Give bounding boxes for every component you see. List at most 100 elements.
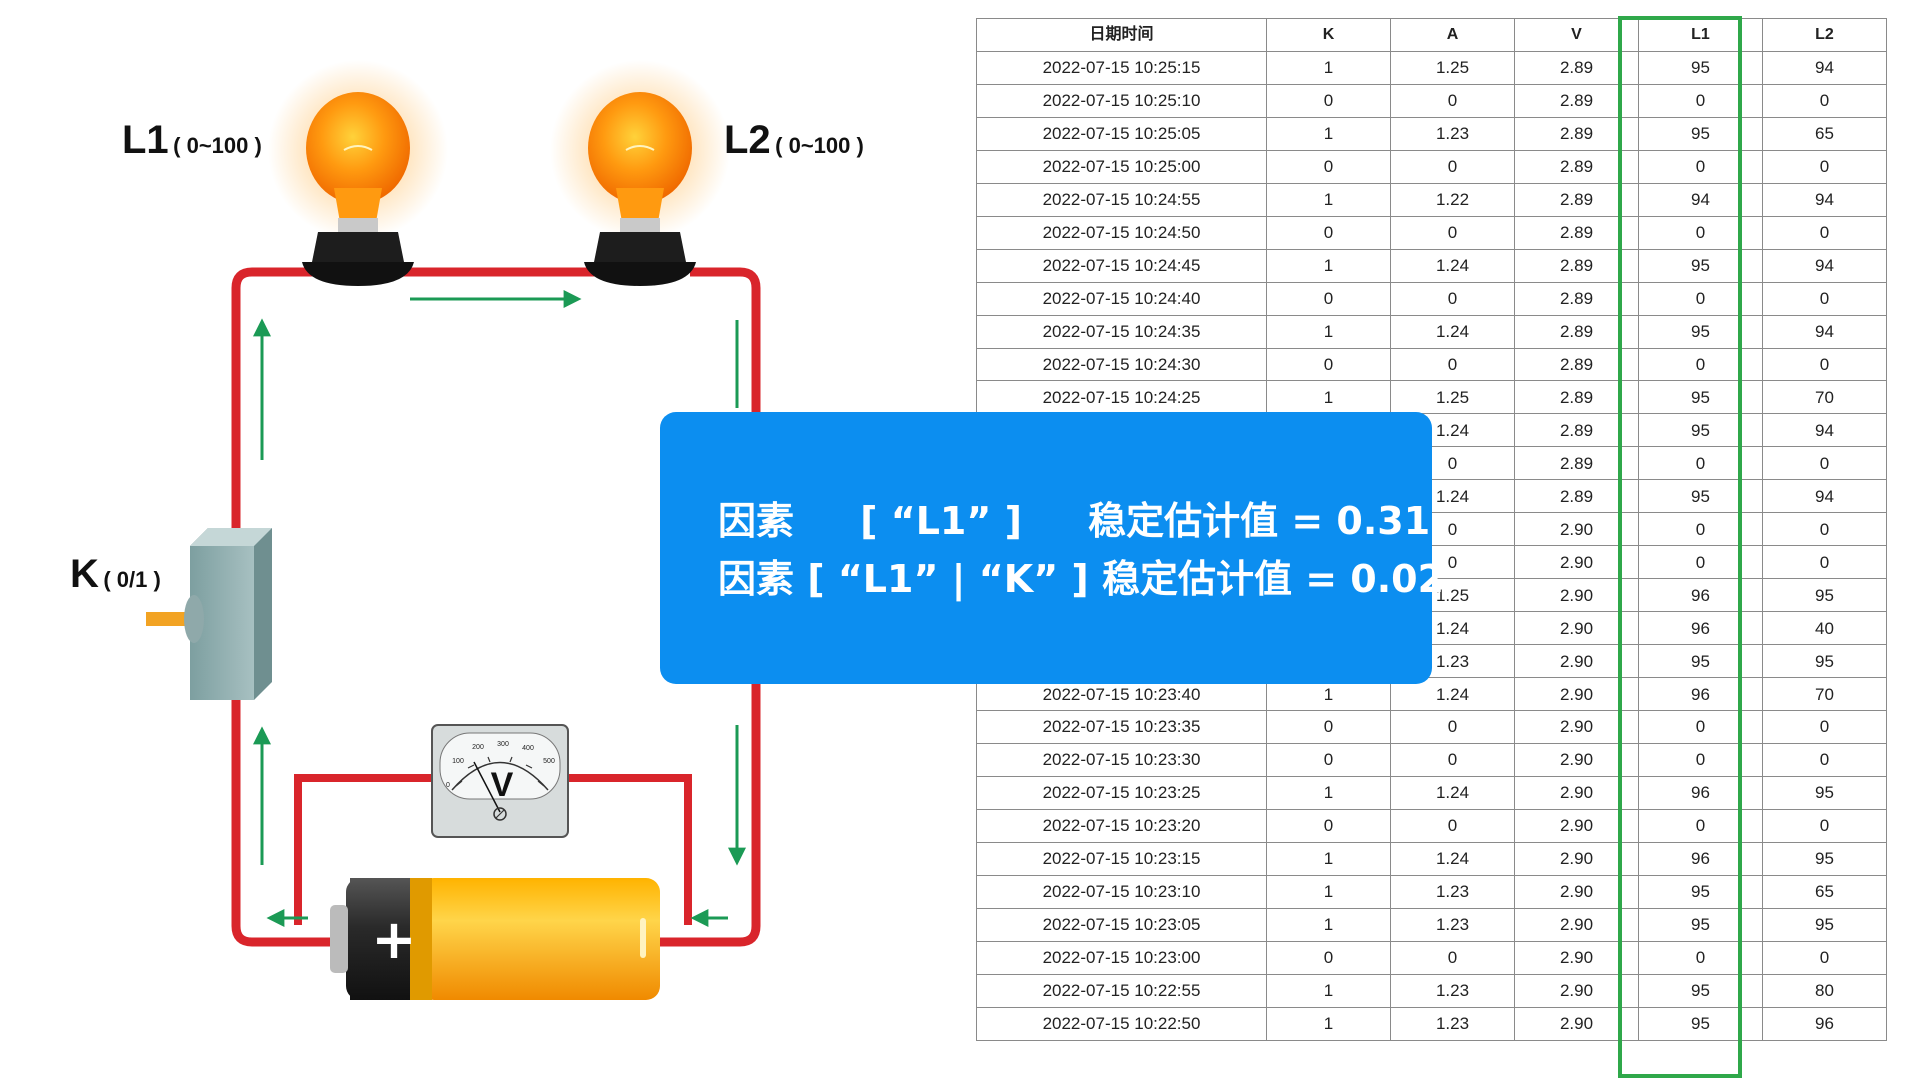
- bulb-l2: [550, 60, 730, 286]
- table-cell: 95: [1638, 907, 1763, 942]
- column-header: A: [1390, 18, 1515, 52]
- table-cell: 2022-07-15 10:23:10: [976, 874, 1267, 909]
- voltmeter-scale-200: 200: [472, 744, 484, 751]
- table-cell: 0: [1638, 347, 1763, 382]
- table-cell: 2.89: [1514, 281, 1639, 316]
- table-cell: 0: [1266, 710, 1391, 744]
- table-cell: 1: [1266, 775, 1391, 810]
- table-cell: 95: [1638, 248, 1763, 283]
- table-cell: 2022-07-15 10:24:35: [976, 314, 1267, 349]
- column-header: K: [1266, 18, 1391, 52]
- table-cell: 0: [1762, 512, 1887, 547]
- table-cell: 1.23: [1390, 973, 1515, 1008]
- table-cell: 0: [1638, 149, 1763, 184]
- bulb-l1: [268, 60, 448, 286]
- table-cell: 0: [1762, 281, 1887, 316]
- table-cell: 2.90: [1514, 940, 1639, 975]
- table-cell: 1: [1266, 874, 1391, 909]
- table-cell: 1: [1266, 314, 1391, 349]
- battery-plus-symbol: +: [371, 908, 416, 971]
- table-cell: 2.90: [1514, 512, 1639, 547]
- table-cell: 2.89: [1514, 50, 1639, 85]
- label-k-name: K: [70, 552, 99, 596]
- table-cell: 0: [1390, 215, 1515, 250]
- table-cell: 95: [1762, 841, 1887, 876]
- column-header: V: [1514, 18, 1639, 52]
- current-arrows: [253, 290, 746, 927]
- stability-estimate-panel: 因素 [ “L1” ] 稳定估计值 = 0.31 因素 [ “L1” | “K”…: [660, 412, 1445, 684]
- table-cell: 0: [1762, 149, 1887, 184]
- table-cell: 96: [1638, 677, 1763, 712]
- table-cell: 0: [1638, 742, 1763, 777]
- table-cell: 2.89: [1514, 347, 1639, 382]
- table-cell: 1.24: [1390, 841, 1515, 876]
- table-cell: 2.90: [1514, 677, 1639, 712]
- table-cell: 1: [1266, 380, 1391, 415]
- table-cell: 2022-07-15 10:25:00: [976, 149, 1267, 184]
- table-cell: 2022-07-15 10:23:35: [976, 710, 1267, 744]
- table-cell: 0: [1762, 347, 1887, 382]
- table-cell: 0: [1638, 215, 1763, 250]
- table-cell: 0: [1266, 742, 1391, 777]
- table-cell: 0: [1762, 808, 1887, 843]
- table-cell: 2022-07-15 10:24:30: [976, 347, 1267, 382]
- table-cell: 2022-07-15 10:25:05: [976, 116, 1267, 151]
- voltmeter-symbol: V: [491, 766, 514, 804]
- table-cell: 95: [1638, 413, 1763, 448]
- table-cell: 95: [1762, 644, 1887, 679]
- circuit-diagram: 0 100 200 300 400 500 V +: [146, 60, 761, 1000]
- table-cell: 2.90: [1514, 710, 1639, 744]
- table-cell: 96: [1638, 841, 1763, 876]
- table-cell: 2.90: [1514, 808, 1639, 843]
- table-cell: 1: [1266, 248, 1391, 283]
- table-cell: 2.89: [1514, 479, 1639, 514]
- table-cell: 0: [1266, 83, 1391, 118]
- label-l2: L2 ( 0~100 ): [724, 118, 864, 163]
- table-cell: 2.89: [1514, 182, 1639, 217]
- table-cell: 0: [1390, 347, 1515, 382]
- label-k-range: ( 0/1 ): [103, 567, 161, 592]
- label-l2-name: L2: [724, 118, 771, 162]
- table-cell: 2.90: [1514, 578, 1639, 613]
- table-cell: 2.90: [1514, 611, 1639, 646]
- table-cell: 2.89: [1514, 215, 1639, 250]
- table-cell: 0: [1762, 545, 1887, 580]
- table-cell: 2.89: [1514, 413, 1639, 448]
- column-header: L1: [1638, 18, 1763, 52]
- table-cell: 96: [1638, 611, 1763, 646]
- table-cell: 96: [1638, 775, 1763, 810]
- table-cell: 0: [1638, 545, 1763, 580]
- table-cell: 0: [1762, 83, 1887, 118]
- table-cell: 95: [1762, 578, 1887, 613]
- table-cell: 94: [1638, 182, 1763, 217]
- table-cell: 0: [1266, 940, 1391, 975]
- table-cell: 1.24: [1390, 775, 1515, 810]
- table-cell: 1.25: [1390, 50, 1515, 85]
- table-cell: 2022-07-15 10:23:20: [976, 808, 1267, 843]
- table-cell: 1.22: [1390, 182, 1515, 217]
- table-cell: 0: [1266, 215, 1391, 250]
- voltmeter-scale-400: 400: [522, 745, 534, 752]
- table-cell: 95: [1638, 314, 1763, 349]
- table-cell: 65: [1762, 874, 1887, 909]
- table-cell: 2.89: [1514, 83, 1639, 118]
- table-cell: 2.89: [1514, 248, 1639, 283]
- table-cell: 0: [1266, 808, 1391, 843]
- table-cell: 80: [1762, 973, 1887, 1008]
- voltmeter-scale-100: 100: [452, 758, 464, 765]
- table-cell: 2022-07-15 10:23:00: [976, 940, 1267, 975]
- stability-estimate-l1-given-k: 因素 [ “L1” | “K” ] 稳定估计值 = 0.02: [718, 557, 1445, 601]
- table-cell: 2022-07-15 10:25:10: [976, 83, 1267, 118]
- table-cell: 0: [1762, 742, 1887, 777]
